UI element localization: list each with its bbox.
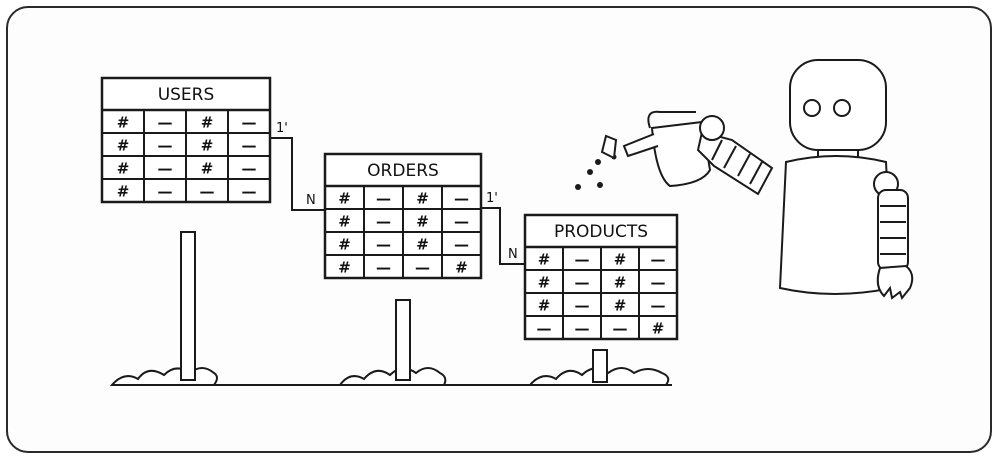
entity-tables: USERS # — # — # — # — # — # — # — — — ORDERS # — # — # — # — # — # — #… bbox=[100, 76, 679, 341]
watering-can-icon bbox=[600, 110, 712, 188]
table-users-cell: # bbox=[201, 137, 214, 155]
table-users: USERS # — # — # — # — # — # — # — — — bbox=[100, 76, 272, 204]
table-orders-cell: # bbox=[416, 236, 429, 254]
table-products-cell: # bbox=[614, 274, 627, 292]
table-products-cell: # bbox=[538, 297, 551, 315]
table-orders-cell: # bbox=[338, 259, 351, 277]
table-products-cell: # bbox=[614, 297, 627, 315]
table-orders-cell: # bbox=[338, 190, 351, 208]
table-users-cell: — bbox=[158, 114, 173, 132]
table-products-cell: — bbox=[651, 297, 666, 315]
table-users-title: USERS bbox=[158, 85, 215, 105]
table-orders: ORDERS # — # — # — # — # — # — # — — # bbox=[323, 152, 483, 280]
table-users-cell: — bbox=[242, 137, 257, 155]
robot-body bbox=[778, 155, 894, 295]
table-orders-cell: # bbox=[338, 213, 351, 231]
robot-head bbox=[789, 59, 887, 161]
table-products-title: PRODUCTS bbox=[554, 222, 648, 242]
table-products-cell: # bbox=[538, 251, 551, 269]
robot-gardener bbox=[575, 59, 914, 301]
robot-arm-right bbox=[873, 171, 914, 301]
table-orders-cell: — bbox=[454, 190, 469, 208]
table-products-cell: — bbox=[575, 274, 590, 292]
table-users-cell: — bbox=[158, 183, 173, 201]
table-users-cell: — bbox=[242, 183, 257, 201]
table-products-cell: # bbox=[652, 320, 665, 338]
table-products-cell: — bbox=[651, 251, 666, 269]
table-users-cell: # bbox=[117, 137, 130, 155]
table-orders-cell: — bbox=[415, 259, 430, 277]
sign-posts bbox=[180, 231, 608, 383]
table-orders-cell: — bbox=[376, 236, 391, 254]
relation-users-orders-from-cardinality: 1' bbox=[276, 121, 288, 136]
table-products-cell: — bbox=[575, 251, 590, 269]
relation-orders-products-to-cardinality: N bbox=[508, 247, 518, 262]
table-users-cell: # bbox=[117, 114, 130, 132]
table-orders-cell: # bbox=[416, 213, 429, 231]
table-products-cell: — bbox=[613, 320, 628, 338]
table-users-cell: # bbox=[117, 183, 130, 201]
table-users-cell: — bbox=[158, 137, 173, 155]
table-products-cell: — bbox=[575, 320, 590, 338]
table-products: PRODUCTS#—#—#—#—#—#————# bbox=[523, 213, 679, 341]
table-users-cell: — bbox=[200, 183, 215, 201]
table-orders-cell: # bbox=[338, 236, 351, 254]
table-users-cell: # bbox=[201, 114, 214, 132]
table-orders-cell: — bbox=[376, 190, 391, 208]
relation-orders-products-from-cardinality: 1' bbox=[486, 191, 498, 206]
table-orders-cell: # bbox=[416, 190, 429, 208]
table-products-cell: — bbox=[575, 297, 590, 315]
table-orders-cell: — bbox=[454, 213, 469, 231]
table-orders-cell: — bbox=[376, 259, 391, 277]
table-products-cell: # bbox=[614, 251, 627, 269]
table-users-cell: — bbox=[242, 114, 257, 132]
table-products-cell: — bbox=[651, 274, 666, 292]
table-orders-cell: # bbox=[455, 259, 468, 277]
table-users-cell: # bbox=[117, 160, 130, 178]
table-products-cell: — bbox=[537, 320, 552, 338]
table-users-cell: — bbox=[242, 160, 257, 178]
relation-connectors: 1' N 1' N bbox=[270, 121, 525, 265]
relation-users-orders-to-cardinality: N bbox=[306, 193, 316, 208]
table-users-cell: — bbox=[158, 160, 173, 178]
table-products-cell: # bbox=[538, 274, 551, 292]
table-users-cell: # bbox=[201, 160, 214, 178]
robot-arm-left bbox=[696, 115, 774, 196]
table-orders-cell: — bbox=[376, 213, 391, 231]
table-orders-cell: — bbox=[454, 236, 469, 254]
table-orders-title: ORDERS bbox=[367, 161, 439, 181]
